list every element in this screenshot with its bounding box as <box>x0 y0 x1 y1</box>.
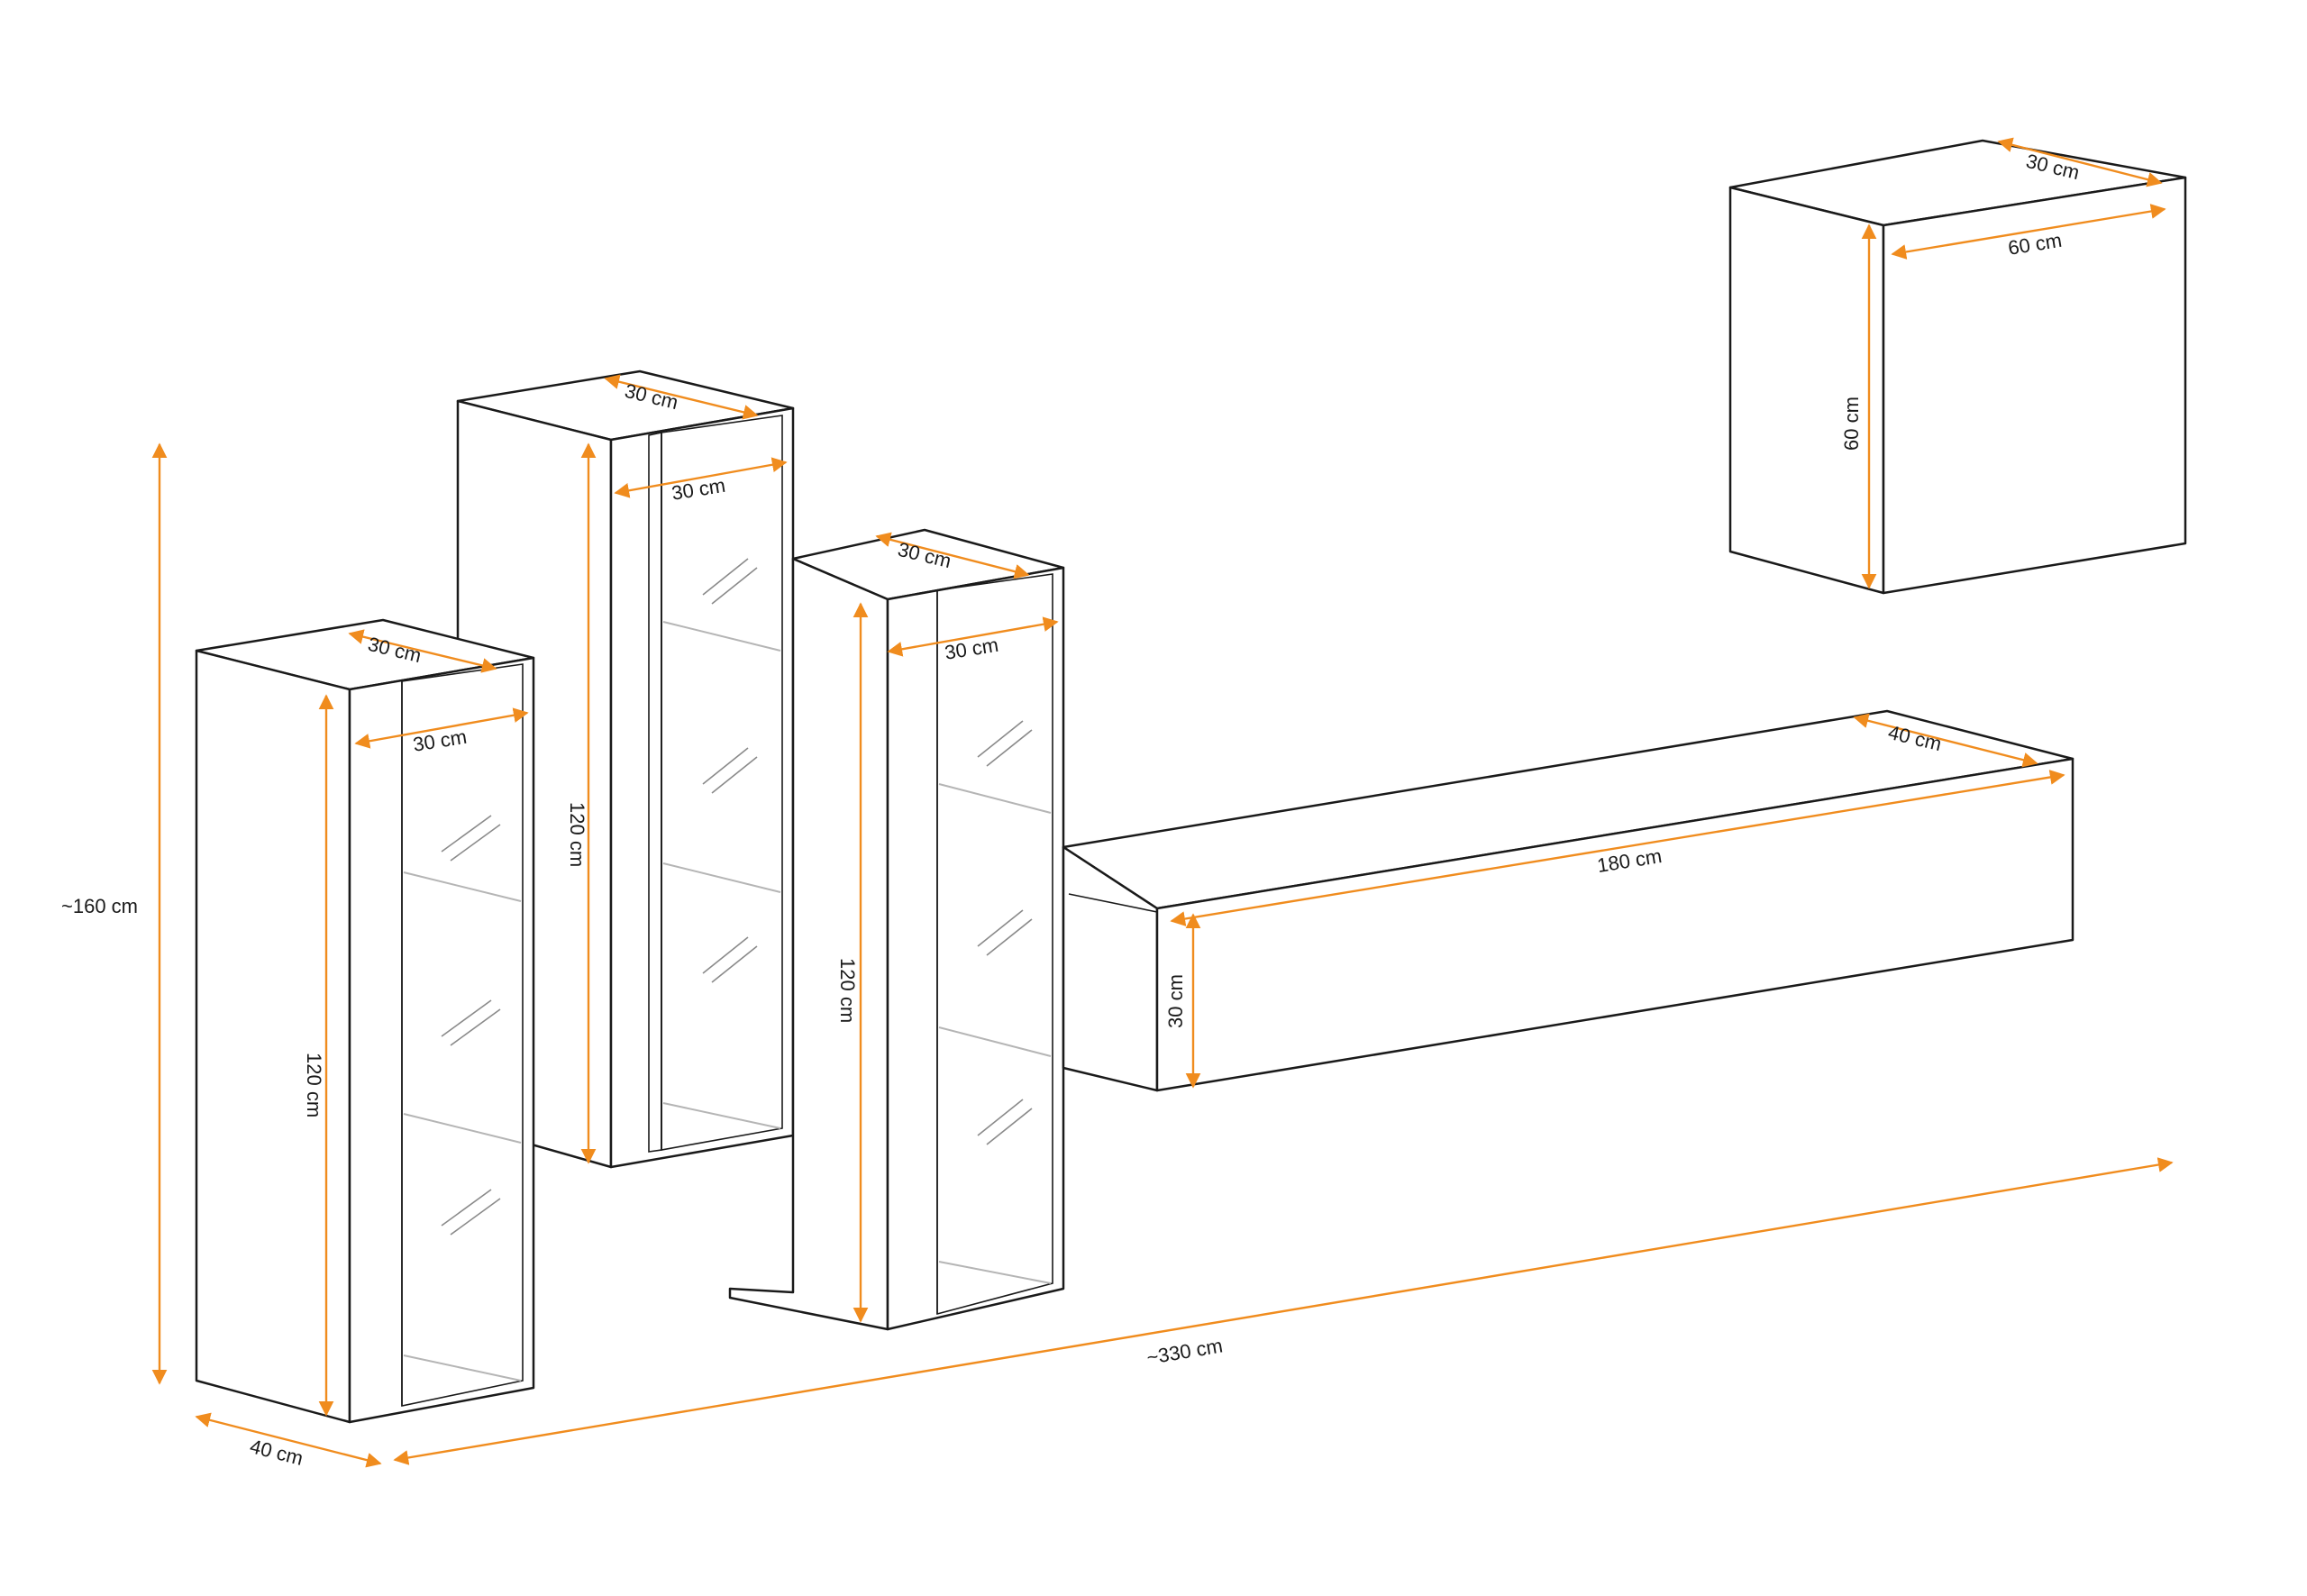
dimension-lines <box>151 137 2174 1468</box>
wall-box-height-label: 60 cm <box>1840 397 1863 451</box>
cabinet-3 <box>728 528 1065 1331</box>
cabinet-3-height-label: 120 cm <box>836 958 859 1023</box>
cabinet-1 <box>195 618 535 1424</box>
lowboard-height-label: 30 cm <box>1164 974 1187 1028</box>
cabinet-1-height-label: 120 cm <box>303 1053 325 1117</box>
cabinet-2-height-label: 120 cm <box>566 802 588 867</box>
lowboard <box>1062 709 2074 1092</box>
wall-box <box>1728 139 2187 595</box>
overall-depth-label: 40 cm <box>248 1435 305 1470</box>
overall-height-label: ~160 cm <box>61 895 138 917</box>
overall-width-label: ~330 cm <box>1145 1334 1225 1369</box>
